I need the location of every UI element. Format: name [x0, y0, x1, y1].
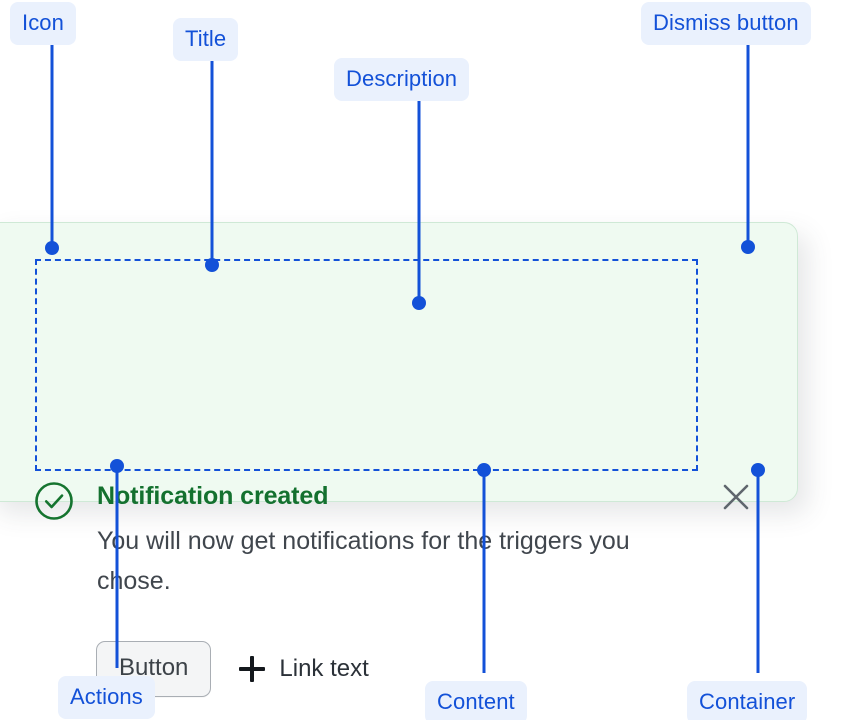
annotation-label-dismiss: Dismiss button: [641, 2, 811, 45]
notification-content-outline: [35, 259, 698, 471]
annotation-label-content: Content: [425, 681, 527, 720]
annotation-label-container: Container: [687, 681, 808, 720]
notification-container: Notification created You will now get no…: [0, 222, 798, 697]
notification-title: Notification created: [97, 482, 329, 510]
link-text-label: Link text: [279, 655, 369, 682]
add-link-action[interactable]: Link text: [239, 655, 369, 683]
dismiss-button[interactable]: [720, 481, 752, 513]
close-icon: [723, 484, 749, 510]
notification-text-block: Notification created You will now get no…: [97, 479, 697, 601]
annotation-label-actions: Actions: [58, 676, 155, 719]
annotation-label-title: Title: [173, 18, 239, 61]
plus-icon: [239, 656, 266, 682]
annotation-label-icon: Icon: [10, 2, 76, 45]
notification-description: You will now get notifications for the t…: [97, 527, 630, 595]
check-circle-icon: [34, 481, 74, 521]
annotation-label-description: Description: [334, 58, 470, 101]
